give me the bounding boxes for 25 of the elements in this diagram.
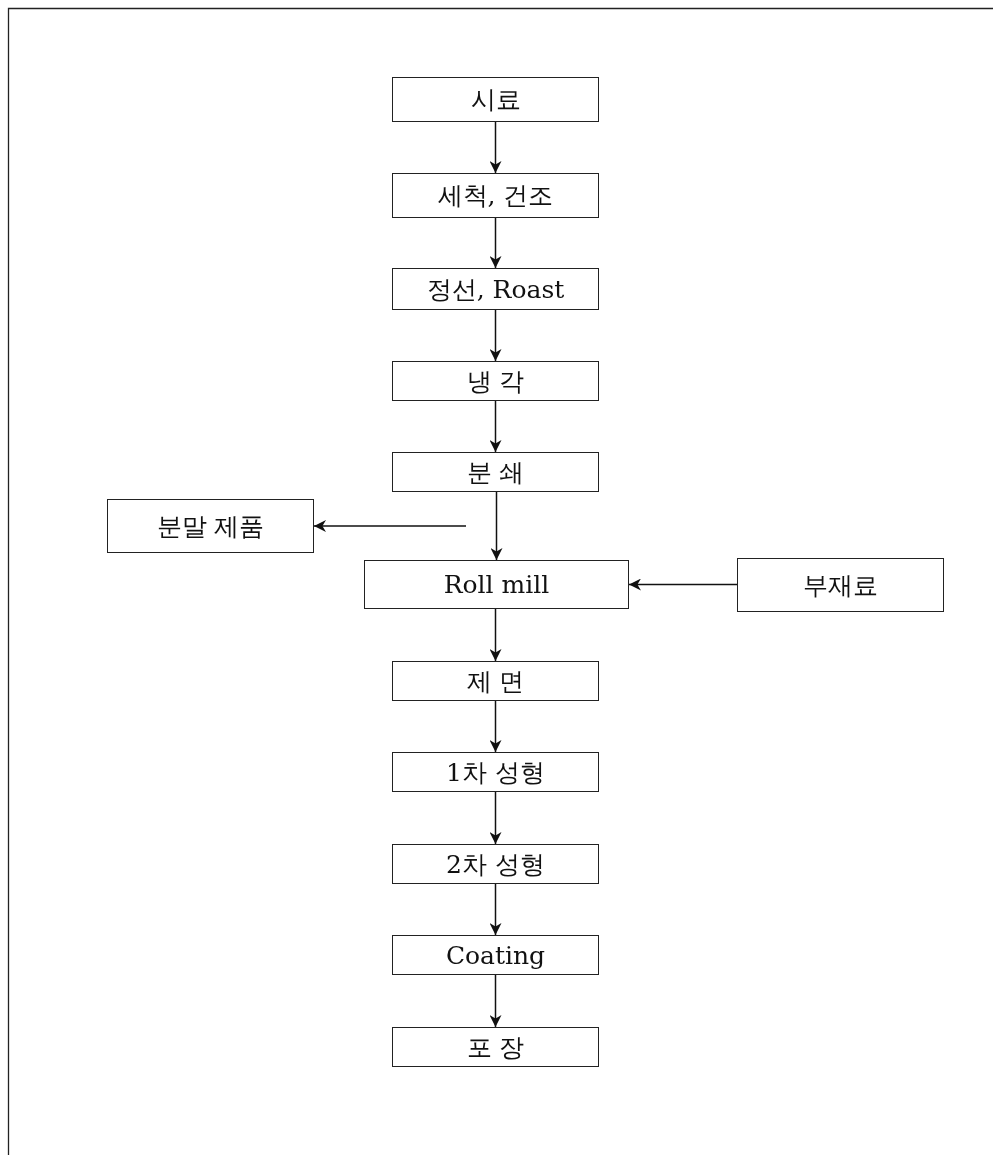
arrow [489,121,502,174]
arrow [489,791,502,845]
process-box: 정선, Roast [392,268,599,310]
arrow [489,400,502,453]
arrow [489,883,502,936]
process-box: 1차 성형 [392,752,599,792]
arrow [489,217,502,269]
process-box: 분말 제품 [107,499,314,553]
process-box: 포 장 [392,1027,599,1067]
process-box: 냉 각 [392,361,599,401]
arrow [489,974,502,1028]
process-box: 시료 [392,77,599,122]
process-box: 세척, 건조 [392,173,599,218]
arrow [489,700,502,753]
process-box: Roll mill [364,560,629,609]
process-box: 제 면 [392,661,599,701]
arrow [628,578,738,591]
process-box: 2차 성형 [392,844,599,884]
process-box: Coating [392,935,599,975]
process-box: 분 쇄 [392,452,599,492]
arrow [489,608,502,662]
arrow [490,491,503,561]
process-box: 부재료 [737,558,944,612]
arrow [313,520,467,532]
arrow [489,309,502,362]
